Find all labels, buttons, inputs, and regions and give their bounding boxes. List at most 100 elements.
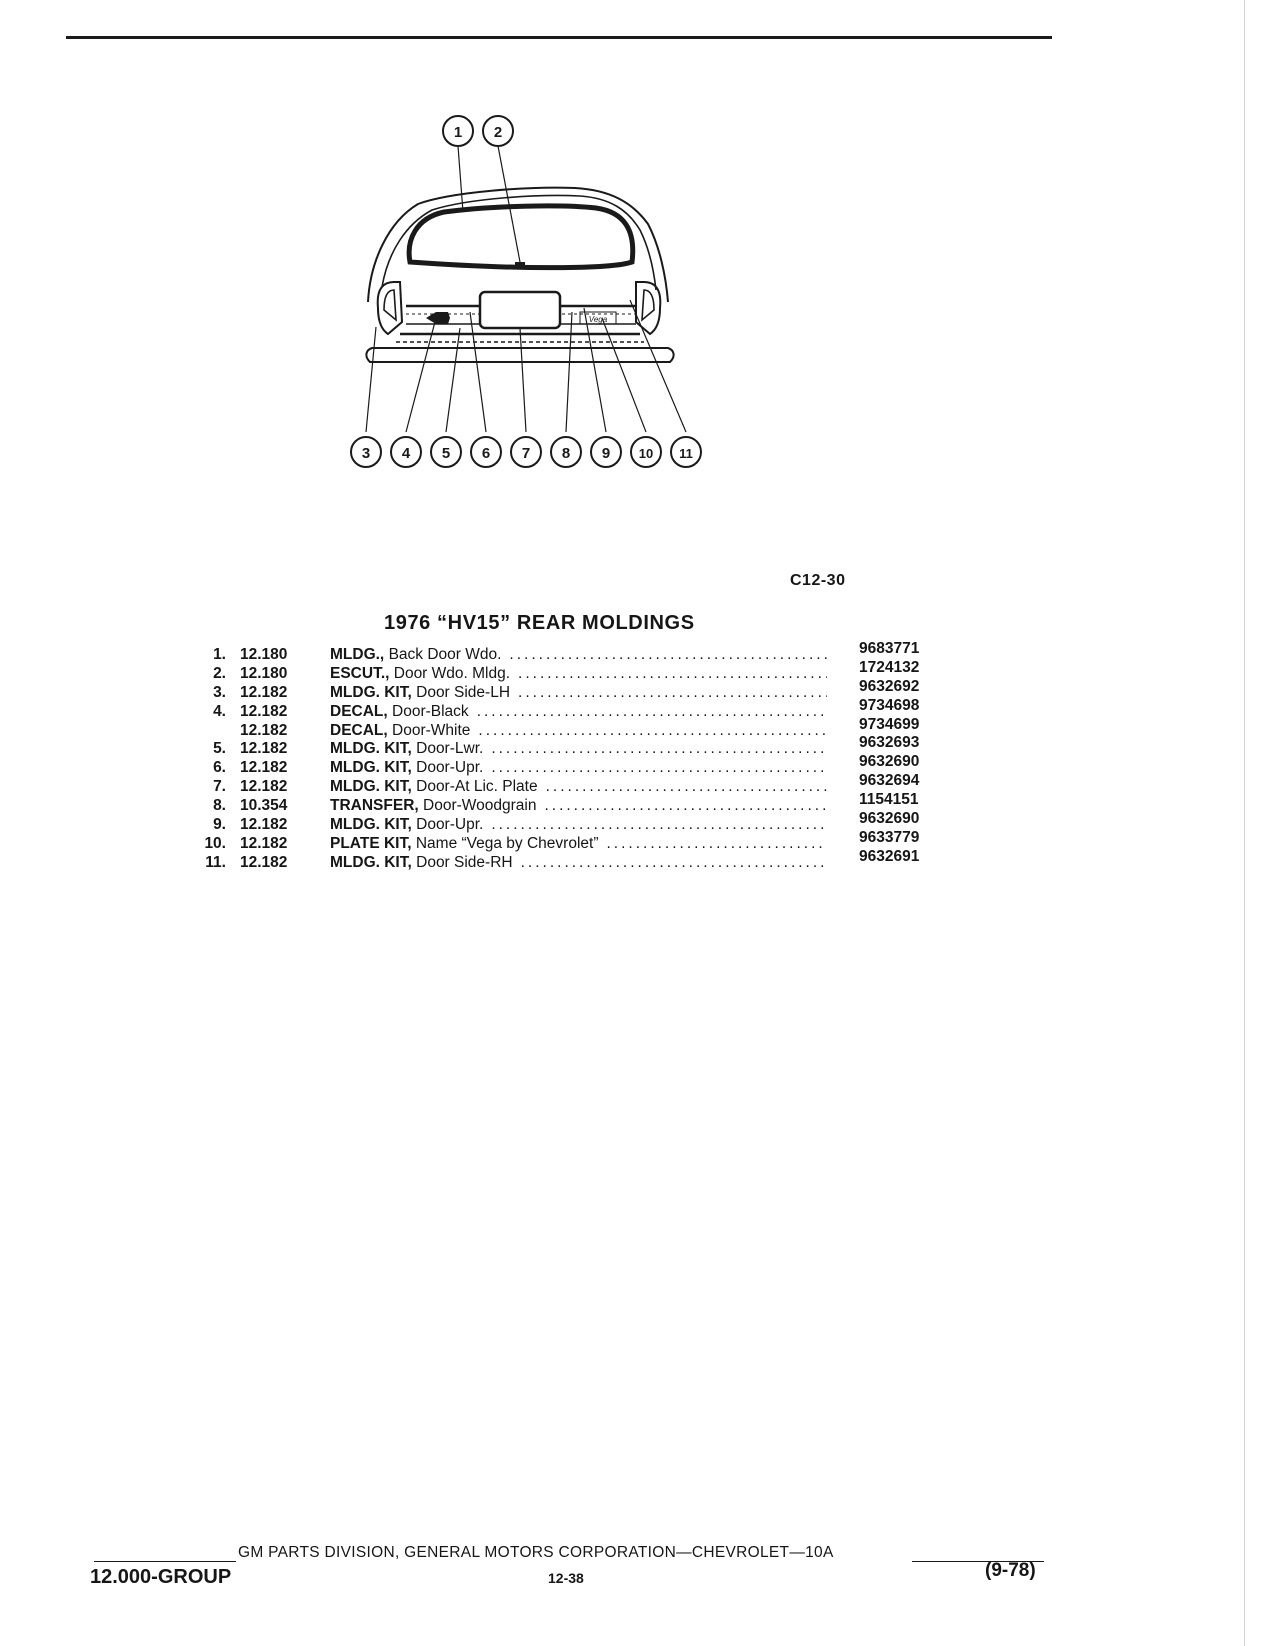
page-number: 12-38 xyxy=(548,1570,584,1586)
group-number: 12.182 xyxy=(240,816,288,834)
part-name: PLATE KIT, xyxy=(330,834,412,852)
callouts xyxy=(350,115,702,468)
part-name: MLDG. KIT, xyxy=(330,853,412,871)
part-detail: Name “Vega by Chevrolet” xyxy=(415,834,599,852)
group-number: 12.182 xyxy=(240,702,288,720)
group-number: 12.182 xyxy=(240,834,288,852)
footer-corporation: GM PARTS DIVISION, GENERAL MOTORS CORPOR… xyxy=(238,1544,834,1561)
part-name: MLDG. KIT, xyxy=(330,740,412,758)
part-detail: Door Wdo. Mldg. xyxy=(393,664,511,682)
parts-list-row: 6. 12.182 MLDG. KIT, Door-Upr.............… xyxy=(190,753,950,778)
callout-10: 10 xyxy=(639,446,653,461)
leader-dots: ........................................… xyxy=(509,646,827,663)
callout-2: 2 xyxy=(494,124,502,141)
group-number: 12.180 xyxy=(240,664,288,682)
part-detail: Door-Upr. xyxy=(416,759,484,777)
footer-rule-right xyxy=(912,1561,1044,1562)
parts-list-row: 7. 12.182 MLDG. KIT, Door-At Lic. Plate...… xyxy=(190,772,950,797)
part-description: DECAL, Door-White.......................… xyxy=(330,722,827,741)
leader-dots: ........................................… xyxy=(491,759,827,777)
part-number: 9632690 xyxy=(859,810,920,828)
part-name: DECAL, xyxy=(330,702,388,720)
group-number: 12.182 xyxy=(240,778,288,796)
part-number: 9632690 xyxy=(859,753,920,771)
part-detail: Door-Black xyxy=(392,702,469,720)
parts-list-row: 12.182 DECAL, Door-White.................… xyxy=(190,716,950,741)
parts-list-row: 11. 12.182 MLDG. KIT, Door Side-RH........… xyxy=(190,848,950,873)
part-description: DECAL, Door-Black.......................… xyxy=(330,703,827,722)
leader-dots: ........................................… xyxy=(476,702,827,720)
item-number: 9. xyxy=(213,816,226,834)
callout-5: 5 xyxy=(442,445,450,462)
part-name: MLDG. KIT, xyxy=(330,778,412,796)
callout-1: 1 xyxy=(454,124,462,141)
callout-3: 3 xyxy=(362,445,370,462)
item-number: 4. xyxy=(213,702,226,720)
parts-list-row: 5. 12.182 MLDG. KIT, Door-Lwr.............… xyxy=(190,734,950,759)
leader-dots: ........................................… xyxy=(491,740,827,758)
parts-list-row: 3. 12.182 MLDG. KIT, Door Side-LH.........… xyxy=(190,678,950,703)
item-number: 5. xyxy=(213,740,226,758)
item-number: 7. xyxy=(213,778,226,796)
leader-dots: ........................................… xyxy=(545,778,827,796)
part-description: MLDG., Back Door Wdo....................… xyxy=(330,646,827,665)
item-number: 10. xyxy=(204,834,226,852)
part-detail: Door Side-RH xyxy=(416,853,513,871)
footer-group: 12.000-GROUP xyxy=(90,1566,232,1588)
part-number: 9632692 xyxy=(859,677,920,695)
part-detail: Door-Lwr. xyxy=(416,740,484,758)
part-name: MLDG. KIT, xyxy=(330,816,412,834)
part-description: TRANSFER, Door-Woodgrain................… xyxy=(330,797,827,816)
part-description: ESCUT., Door Wdo. Mldg..................… xyxy=(330,665,827,684)
part-name: MLDG. KIT, xyxy=(330,683,412,701)
group-number: 12.182 xyxy=(240,759,288,777)
leader-dots: ........................................… xyxy=(478,721,827,739)
item-number: 6. xyxy=(213,759,226,777)
part-description: MLDG. KIT, Door-Upr.....................… xyxy=(330,759,827,778)
callout-9: 9 xyxy=(602,445,610,462)
part-number: 9632694 xyxy=(859,772,920,790)
group-number: 10.354 xyxy=(240,797,288,815)
item-number: 1. xyxy=(213,646,226,663)
part-name: DECAL, xyxy=(330,721,388,739)
part-detail: Door-Woodgrain xyxy=(423,797,537,815)
part-detail: Back Door Wdo. xyxy=(388,646,502,663)
part-description: MLDG. KIT, Door Side-RH.................… xyxy=(330,854,827,873)
part-name: MLDG., xyxy=(330,646,385,663)
part-number: 9632693 xyxy=(859,734,920,752)
parts-list-row: 2. 12.180 ESCUT., Door Wdo. Mldg..........… xyxy=(190,659,950,684)
parts-list-row: 8. 10.354 TRANSFER, Door-Woodgrain........… xyxy=(190,791,950,816)
leader-dots: ........................................… xyxy=(518,664,827,682)
group-number: 12.182 xyxy=(240,740,288,758)
part-description: MLDG. KIT, Door-At Lic. Plate...........… xyxy=(330,778,827,797)
part-detail: Door-Upr. xyxy=(416,816,484,834)
leader-lines xyxy=(365,145,687,433)
part-number: 9734698 xyxy=(859,696,920,714)
item-number: 3. xyxy=(213,683,226,701)
callout-6: 6 xyxy=(482,445,490,462)
callout-11: 11 xyxy=(679,446,693,461)
item-number: 8. xyxy=(213,797,226,815)
part-description: MLDG. KIT, Door Side-LH.................… xyxy=(330,684,827,703)
callout-8: 8 xyxy=(562,445,570,462)
part-number: 9683771 xyxy=(859,640,920,657)
part-detail: Door-White xyxy=(392,721,471,739)
part-name: ESCUT., xyxy=(330,664,390,682)
part-number: 9633779 xyxy=(859,828,920,846)
part-description: PLATE KIT, Name “Vega by Chevrolet”.....… xyxy=(330,835,827,854)
item-number: 2. xyxy=(213,664,226,682)
group-number: 12.182 xyxy=(240,721,288,739)
group-number: 12.182 xyxy=(240,853,288,871)
part-name: TRANSFER, xyxy=(330,797,419,815)
section-title: 1976 “HV15” REAR MOLDINGS xyxy=(384,612,695,634)
group-number: 12.182 xyxy=(240,683,288,701)
part-description: MLDG. KIT, Door-Upr.....................… xyxy=(330,816,827,835)
leader-dots: ........................................… xyxy=(518,683,827,701)
callout-4: 4 xyxy=(402,445,411,462)
part-detail: Door-At Lic. Plate xyxy=(416,778,538,796)
footer-rule-left xyxy=(94,1561,236,1562)
parts-list: 1. 12.180 MLDG., Back Door Wdo............… xyxy=(190,640,950,873)
item-number: 11. xyxy=(205,853,226,871)
leader-dots: ........................................… xyxy=(606,834,827,852)
callout-7: 7 xyxy=(522,445,530,462)
